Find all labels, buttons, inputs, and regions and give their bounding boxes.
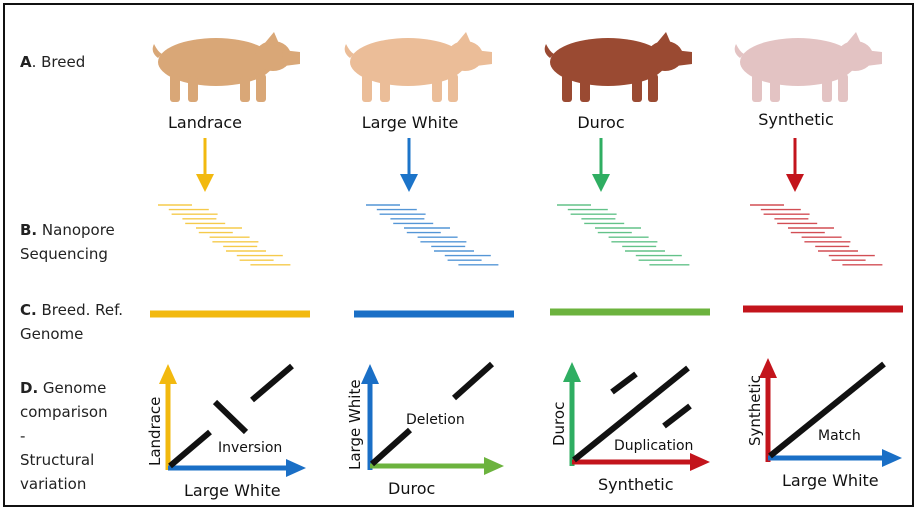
comparison-y-label-duroc: Duroc: [550, 402, 568, 446]
comparison-panel-match: Synthetic Large White Match: [746, 358, 902, 490]
arrow-down-synthetic: [786, 138, 804, 192]
annotation-match: Match: [818, 428, 861, 444]
arrow-down-duroc: [592, 138, 610, 192]
nanopore-reads-duroc: [557, 205, 689, 265]
arrow-down-landrace: [196, 138, 214, 192]
pig-image-duroc: [545, 32, 692, 102]
comparison-y-label-large-white: Large White: [346, 379, 364, 470]
comparison-y-label-landrace: Landrace: [146, 397, 164, 466]
annotation-duplication: Duplication: [614, 438, 693, 454]
arrow-down-large-white: [400, 138, 418, 192]
pig-image-large-white: [345, 32, 492, 102]
comparison-x-label-duroc: Duroc: [388, 479, 435, 498]
comparison-panel-inversion: Landrace Large White Inversion: [146, 364, 306, 500]
nanopore-reads-synthetic: [750, 205, 882, 265]
comparison-x-label-large-white: Large White: [184, 481, 281, 500]
comparison-panel-duplication: Duroc Synthetic Duplication: [550, 362, 710, 494]
comparison-y-label-synthetic: Synthetic: [746, 375, 764, 446]
annotation-inversion: Inversion: [218, 440, 282, 456]
comparison-x-label-large-white-2: Large White: [782, 471, 879, 490]
annotation-deletion: Deletion: [406, 412, 465, 428]
comparison-x-label-synthetic: Synthetic: [598, 475, 674, 494]
pig-image-landrace: [153, 32, 300, 102]
nanopore-reads-large-white: [366, 205, 498, 265]
comparison-panel-deletion: Large White Duroc Deletion: [346, 364, 504, 498]
nanopore-reads-landrace: [158, 205, 290, 265]
pig-image-synthetic: [735, 32, 882, 102]
